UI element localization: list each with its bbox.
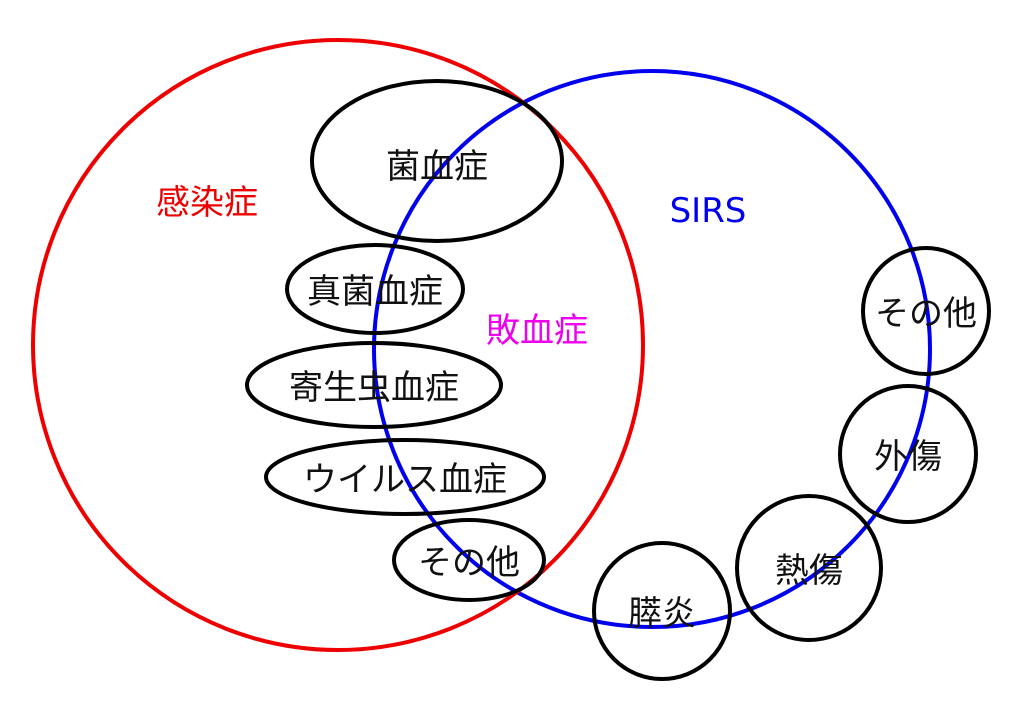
infection-label: 感染症 (156, 183, 258, 223)
sirs-item-label: 熱傷 (775, 551, 843, 591)
infection-item-label: ウイルス血症 (303, 460, 507, 500)
sirs-item-label: その他 (875, 294, 977, 334)
infection-item-label: 寄生虫血症 (289, 368, 459, 408)
infection-item-viremia: ウイルス血症 (264, 438, 546, 516)
infection-item-fungemia: 真菌血症 (285, 243, 465, 335)
infection-item-label: 真菌血症 (307, 272, 443, 312)
sirs-item-label: 膵炎 (628, 594, 696, 634)
infection-item-parasitemia: 寄生虫血症 (245, 341, 503, 429)
sirs-item-label: 外傷 (874, 437, 942, 477)
infection-item-label: その他 (418, 543, 520, 583)
sirs-item-burn: 熱傷 (735, 494, 883, 642)
infection-item-other: その他 (392, 518, 546, 602)
sirs-circle (372, 69, 932, 629)
sirs-item-pancreatitis: 膵炎 (592, 541, 732, 681)
infection-item-bacteremia: 菌血症 (310, 79, 564, 243)
sirs-item-trauma: 外傷 (838, 384, 978, 524)
infection-circle (31, 38, 645, 652)
sirs-item-other: その他 (861, 246, 991, 376)
sepsis-label: 敗血症 (486, 311, 588, 351)
infection-item-label: 菌血症 (386, 147, 488, 187)
sirs-label: SIRS (670, 191, 747, 231)
